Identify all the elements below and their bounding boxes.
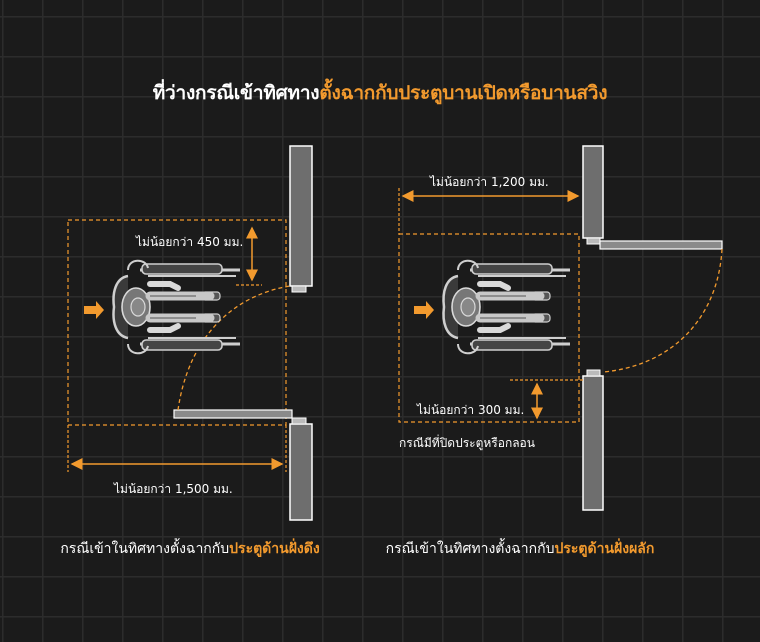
left-dim-450-label: ไม่น้อยกว่า 450 มม. (136, 235, 244, 249)
left-pull-side-diagram (67, 145, 313, 521)
right-dim-300-label: ไม่น้อยกว่า 300 มม. (417, 403, 525, 417)
title-prefix: ที่ว่างกรณีเข้าทิศทาง (152, 82, 320, 104)
diagram-title: ที่ว่างกรณีเข้าทิศทางตั้งฉากกับประตูบานเ… (0, 78, 760, 108)
right-note-label: กรณีมีที่ปิดประตูหรือกลอน (399, 436, 535, 450)
left-caption-highlight: ประตูด้านฝั่งดึง (229, 541, 320, 557)
left-dim-1500-label: ไม่น้อยกว่า 1,500 มม. (114, 482, 233, 496)
right-caption: กรณีเข้าในทิศทางตั้งฉากกับประตูด้านฝั่งผ… (368, 538, 672, 560)
left-caption-prefix: กรณีเข้าในทิศทางตั้งฉากกับ (60, 541, 230, 557)
right-dim-1200-label: ไม่น้อยกว่า 1,200 มม. (430, 175, 549, 189)
right-caption-prefix: กรณีเข้าในทิศทางตั้งฉากกับ (385, 541, 555, 557)
title-highlight: ตั้งฉากกับประตูบานเปิดหรือบานสวิง (319, 82, 608, 104)
left-caption: กรณีเข้าในทิศทางตั้งฉากกับประตูด้านฝั่งด… (40, 538, 340, 560)
right-caption-highlight: ประตูด้านฝั่งผลัก (554, 541, 655, 557)
right-push-side-diagram (398, 145, 723, 511)
